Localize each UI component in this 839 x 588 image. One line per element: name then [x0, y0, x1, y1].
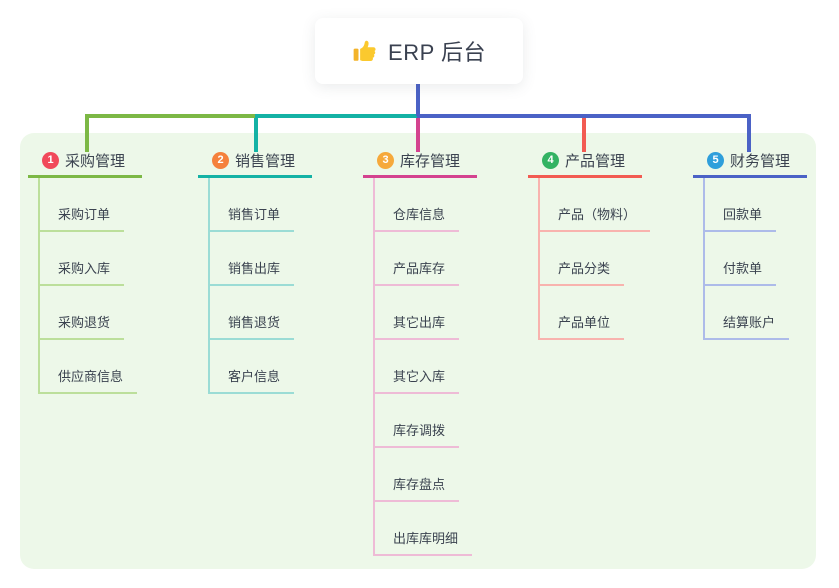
branch-header-purchase[interactable]: 1 采购管理 [28, 149, 188, 172]
branch-product: 4 产品管理 产品（物料） 产品分类产品单位 [528, 149, 688, 340]
child-node-label: 销售退货 [210, 312, 295, 340]
number-badge-icon: 1 [42, 152, 59, 169]
branch-header-inventory[interactable]: 3 库存管理 [363, 149, 523, 172]
child-node-label: 客户信息 [210, 366, 295, 394]
connector-stub-finance [747, 114, 751, 152]
number-badge-icon: 5 [707, 152, 724, 169]
branch-underline [363, 175, 477, 178]
child-node-label: 库存盘点 [375, 474, 460, 502]
child-node[interactable]: 库存调拨 [375, 394, 523, 448]
child-node-label: 仓库信息 [375, 204, 460, 232]
child-node-label: 库存调拨 [375, 420, 460, 448]
child-node-label: 供应商信息 [40, 366, 138, 394]
branch-children: 采购订单采购入库采购退货供应商信息 [38, 178, 188, 394]
child-node[interactable]: 客户信息 [210, 340, 358, 394]
connector-horizontal-center [255, 114, 420, 118]
child-node-label: 其它出库 [375, 312, 460, 340]
branch-children: 产品（物料） 产品分类产品单位 [538, 178, 688, 340]
connector-stub-product [582, 114, 586, 152]
branch-header-finance[interactable]: 5 财务管理 [693, 149, 839, 172]
branch-label: 产品管理 [565, 153, 626, 170]
child-node-label: 付款单 [705, 258, 777, 286]
child-node[interactable]: 仓库信息 [375, 178, 523, 232]
thumbs-up-icon [352, 38, 378, 64]
branch-header-sales[interactable]: 2 销售管理 [198, 149, 358, 172]
child-node[interactable]: 销售退货 [210, 286, 358, 340]
child-node-label: 销售出库 [210, 258, 295, 286]
child-node[interactable]: 采购退货 [40, 286, 188, 340]
child-node-label: 产品单位 [540, 312, 625, 340]
child-node[interactable]: 采购订单 [40, 178, 188, 232]
child-node[interactable]: 产品单位 [540, 286, 688, 340]
child-node[interactable]: 采购入库 [40, 232, 188, 286]
child-node[interactable]: 其它入库 [375, 340, 523, 394]
child-node[interactable]: 销售订单 [210, 178, 358, 232]
child-node-label: 采购订单 [40, 204, 125, 232]
branch-children: 仓库信息产品库存其它出库其它入库库存调拨库存盘点出库库明细 [373, 178, 523, 556]
connector-root-drop [416, 84, 420, 116]
root-node-label: ERP 后台 [388, 40, 486, 65]
child-node-label: 出库库明细 [375, 528, 473, 556]
child-node[interactable]: 结算账户 [705, 286, 839, 340]
branch-underline [198, 175, 312, 178]
mindmap-background-panel [20, 133, 816, 569]
child-node-label: 产品（物料） [540, 204, 651, 232]
branch-children: 回款单付款单结算账户 [703, 178, 839, 340]
branch-underline [528, 175, 642, 178]
child-node-label: 销售订单 [210, 204, 295, 232]
branch-header-product[interactable]: 4 产品管理 [528, 149, 688, 172]
number-badge-icon: 2 [212, 152, 229, 169]
connector-horizontal-right [417, 114, 751, 118]
child-node-label: 产品库存 [375, 258, 460, 286]
child-node-label: 回款单 [705, 204, 777, 232]
child-node[interactable]: 出库库明细 [375, 502, 523, 556]
branch-label: 财务管理 [730, 153, 791, 170]
branch-underline [28, 175, 142, 178]
branch-purchase: 1 采购管理 采购订单采购入库采购退货供应商信息 [28, 149, 188, 394]
child-node-label: 其它入库 [375, 366, 460, 394]
branch-sales: 2 销售管理 销售订单销售出库销售退货客户信息 [198, 149, 358, 394]
connector-horizontal-left [85, 114, 258, 118]
branch-children: 销售订单销售出库销售退货客户信息 [208, 178, 358, 394]
branch-label: 采购管理 [65, 153, 126, 170]
child-node[interactable]: 产品分类 [540, 232, 688, 286]
child-node-label: 结算账户 [705, 312, 790, 340]
connector-stub-purchase [85, 114, 89, 152]
child-node[interactable]: 回款单 [705, 178, 839, 232]
connector-stub-sales [254, 114, 258, 152]
child-node[interactable]: 付款单 [705, 232, 839, 286]
child-node-label: 采购入库 [40, 258, 125, 286]
child-node[interactable]: 销售出库 [210, 232, 358, 286]
number-badge-icon: 4 [542, 152, 559, 169]
child-node[interactable]: 供应商信息 [40, 340, 188, 394]
root-node-erp[interactable]: ERP 后台 [315, 18, 523, 84]
branch-underline [693, 175, 807, 178]
child-node[interactable]: 产品库存 [375, 232, 523, 286]
child-node[interactable]: 产品（物料） [540, 178, 688, 232]
branch-finance: 5 财务管理 回款单付款单结算账户 [693, 149, 839, 340]
branch-label: 库存管理 [400, 153, 461, 170]
branch-inventory: 3 库存管理 仓库信息产品库存其它出库其它入库库存调拨库存盘点出库库明细 [363, 149, 523, 556]
connector-stub-inventory [416, 114, 420, 152]
child-node-label: 采购退货 [40, 312, 125, 340]
number-badge-icon: 3 [377, 152, 394, 169]
branch-label: 销售管理 [235, 153, 296, 170]
child-node[interactable]: 其它出库 [375, 286, 523, 340]
child-node[interactable]: 库存盘点 [375, 448, 523, 502]
child-node-label: 产品分类 [540, 258, 625, 286]
